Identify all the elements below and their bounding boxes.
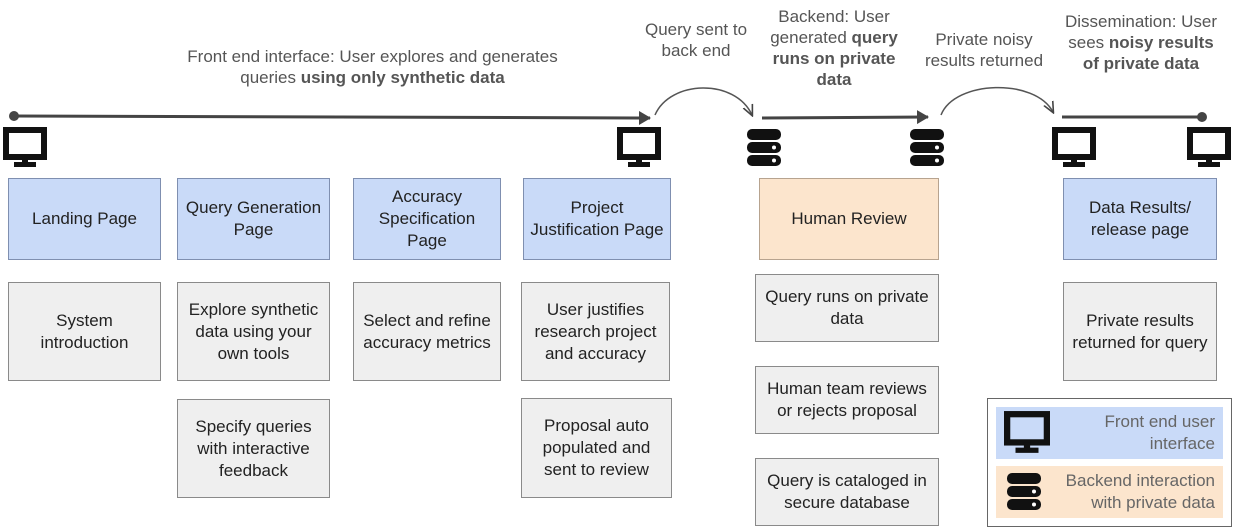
system-introduction-box: System introduction bbox=[8, 282, 161, 381]
query-runs-text: Query runs on private data bbox=[765, 287, 929, 328]
database-icon bbox=[1007, 473, 1041, 510]
query-sent-label: Query sent to back end bbox=[644, 20, 748, 60]
proposal-auto-populated-box: Proposal auto populated and sent to revi… bbox=[521, 398, 672, 498]
project-justification-page-box: Project Justification Page bbox=[523, 178, 671, 260]
human-team-reviews-box: Human team reviews or rejects proposal bbox=[755, 366, 939, 434]
database-icon bbox=[910, 129, 944, 166]
user-justifies-text: User justifies research project and accu… bbox=[534, 299, 657, 363]
front-end-label: Front end interface: User explores and g… bbox=[187, 47, 558, 87]
accuracy-specification-page-box: Accuracy Specification Page bbox=[353, 178, 501, 260]
select-refine-accuracy-box: Select and refine accuracy metrics bbox=[353, 282, 501, 381]
query-generation-page-box: Query Generation Page bbox=[177, 178, 330, 260]
monitor-icon bbox=[1187, 127, 1231, 167]
query-cataloged-box: Query is cataloged in secure database bbox=[755, 458, 939, 526]
legend-front-end-text: Front end user interface bbox=[1104, 412, 1215, 453]
select-refine-accuracy-text: Select and refine accuracy metrics bbox=[363, 310, 491, 352]
query-sent-arrow bbox=[654, 87, 752, 115]
legend-front-end: Front end user interface bbox=[996, 407, 1223, 459]
landing-page-box: Landing Page bbox=[8, 178, 161, 260]
monitor-icon bbox=[1052, 127, 1096, 167]
project-justification-page-label: Project Justification Page bbox=[530, 198, 664, 239]
backend-timeline bbox=[761, 110, 929, 125]
monitor-icon bbox=[1004, 411, 1050, 453]
query-generation-page-label: Query Generation Page bbox=[185, 198, 322, 239]
legend: Front end user interface Backend interac… bbox=[987, 398, 1232, 527]
front-end-timeline bbox=[9, 110, 651, 125]
data-results-page-box: Data Results/ release page bbox=[1063, 178, 1217, 260]
legend-backend-text: Backend interaction with private data bbox=[1065, 471, 1215, 512]
human-team-reviews-text: Human team reviews or rejects proposal bbox=[767, 379, 927, 420]
human-review-box: Human Review bbox=[759, 178, 939, 260]
dissemination-label: Dissemination: User sees noisy results o… bbox=[1064, 12, 1218, 73]
backend-label: Backend: User generated query runs on pr… bbox=[770, 7, 898, 89]
explore-synthetic-data-box: Explore synthetic data using your own to… bbox=[177, 282, 330, 381]
human-review-label: Human Review bbox=[791, 209, 907, 228]
private-results-arrow bbox=[940, 86, 1053, 116]
query-runs-box: Query runs on private data bbox=[755, 274, 939, 342]
explore-synthetic-data-text: Explore synthetic data using your own to… bbox=[188, 299, 319, 363]
legend-backend: Backend interaction with private data bbox=[996, 466, 1223, 518]
private-noisy-label: Private noisy results returned bbox=[924, 30, 1044, 70]
private-results-text: Private results returned for query bbox=[1072, 310, 1208, 352]
proposal-auto-populated-text: Proposal auto populated and sent to revi… bbox=[542, 416, 651, 479]
user-justifies-box: User justifies research project and accu… bbox=[521, 282, 670, 381]
monitor-icon bbox=[617, 127, 661, 167]
database-icon bbox=[747, 129, 781, 166]
system-introduction-text: System introduction bbox=[40, 310, 129, 352]
accuracy-specification-page-label: Accuracy Specification Page bbox=[378, 187, 476, 250]
dissemination-timeline bbox=[1062, 112, 1207, 122]
private-results-box: Private results returned for query bbox=[1063, 282, 1217, 381]
data-results-page-label: Data Results/ release page bbox=[1088, 198, 1192, 239]
landing-page-label: Landing Page bbox=[32, 209, 137, 228]
monitor-icon bbox=[3, 127, 47, 167]
specify-queries-text: Specify queries with interactive feedbac… bbox=[195, 416, 312, 480]
query-cataloged-text: Query is cataloged in secure database bbox=[767, 471, 927, 512]
specify-queries-box: Specify queries with interactive feedbac… bbox=[177, 399, 330, 498]
